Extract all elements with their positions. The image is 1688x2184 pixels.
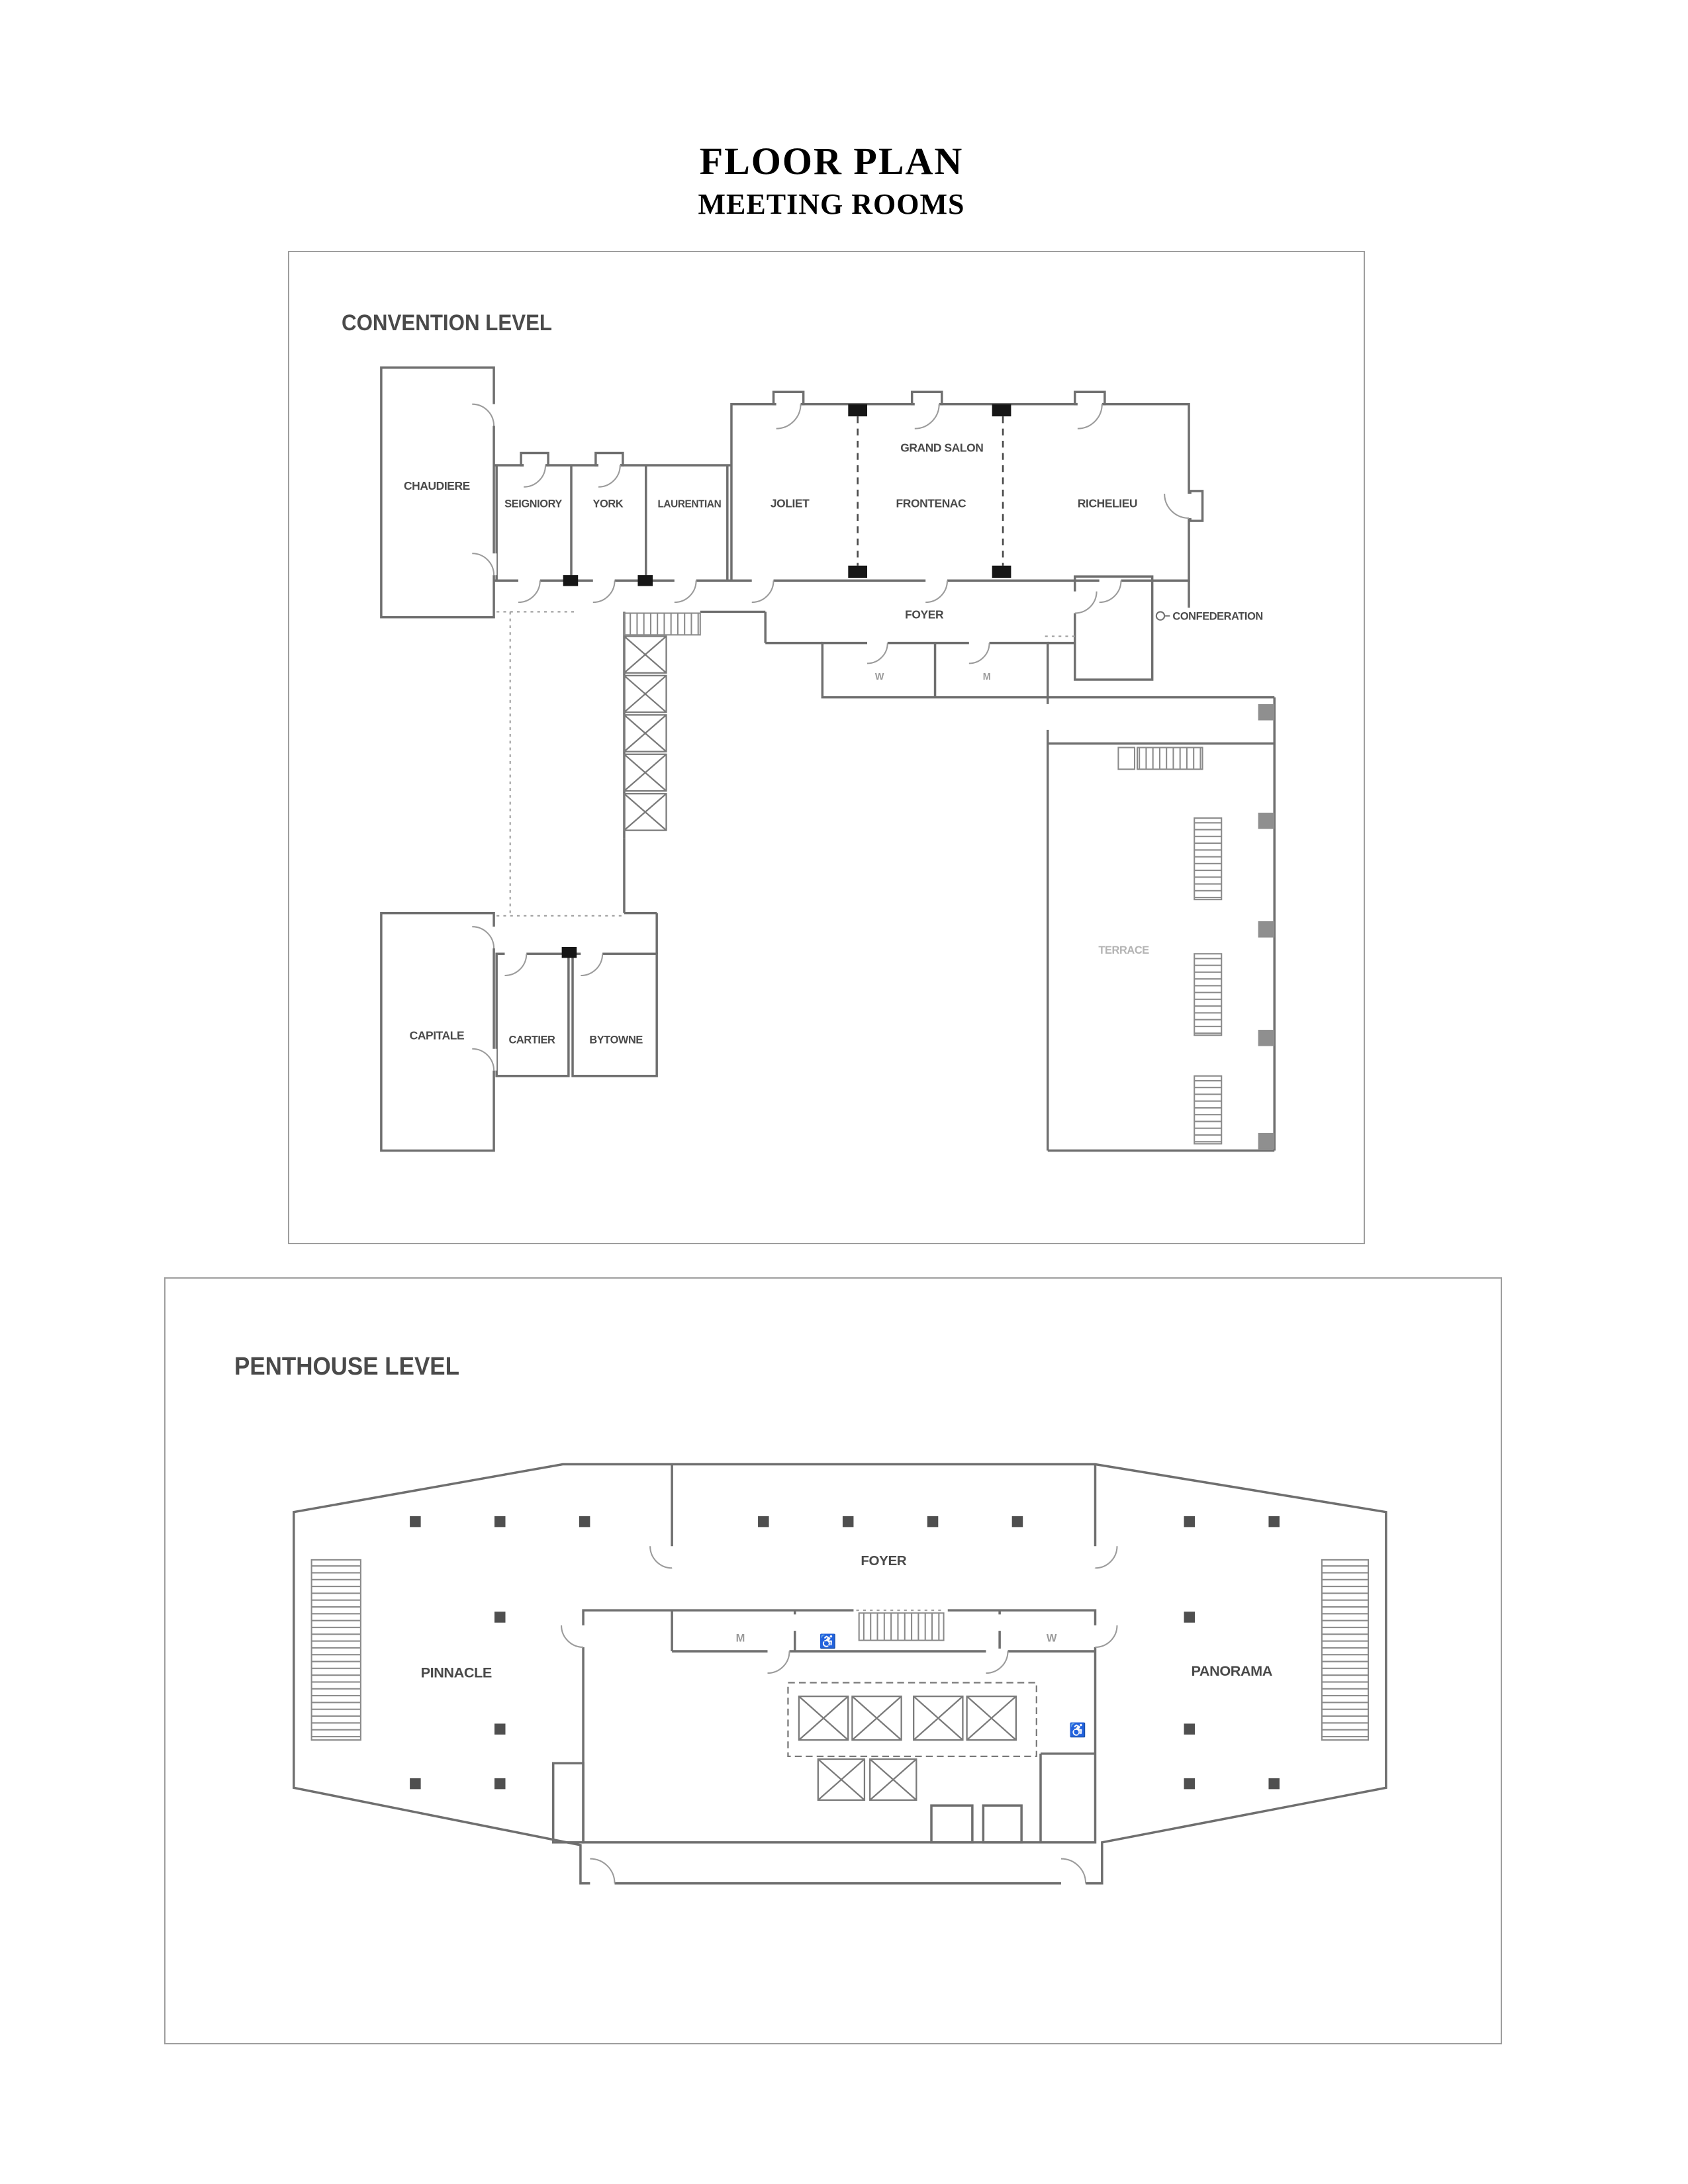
document-title-block: FLOOR PLAN MEETING ROOMS <box>0 139 1663 221</box>
penthouse-door-gaps <box>580 1546 1098 1886</box>
column-marker <box>410 1516 421 1527</box>
room-label-mens: M <box>983 672 991 682</box>
penthouse-columns <box>410 1516 1280 1790</box>
column-marker <box>1258 1132 1275 1150</box>
elevator-lobby-dashed <box>787 1682 1037 1758</box>
room-label-richelieu: RICHELIEU <box>1078 497 1137 510</box>
room-bytowne-outline <box>571 952 658 1077</box>
room-label-pinnacle: PINNACLE <box>421 1664 492 1680</box>
penthouse-outline <box>293 1463 1387 1885</box>
room-capitale-outline <box>380 911 495 1152</box>
terrace-columns <box>1258 704 1275 1150</box>
column-marker <box>494 1778 506 1790</box>
column-marker <box>1268 1778 1280 1790</box>
column-marker <box>758 1516 769 1527</box>
room-label-chaudiere: CHAUDIERE <box>404 479 470 492</box>
room-label-bytowne: BYTOWNE <box>589 1034 643 1046</box>
room-grand-salon-outline <box>730 402 1190 582</box>
document-title: FLOOR PLAN <box>699 140 964 183</box>
penthouse-elevator-bank <box>798 1695 1017 1801</box>
room-label-womens: W <box>1047 1633 1057 1645</box>
document-subtitle: MEETING ROOMS <box>698 188 965 220</box>
column-marker <box>410 1778 421 1790</box>
accessible-icon: ♿ <box>820 1633 836 1649</box>
column-marker <box>1184 1612 1196 1623</box>
room-label-terrace: TERRACE <box>1098 944 1149 956</box>
elevator-shaft <box>966 1695 1017 1741</box>
column-marker <box>842 1516 854 1527</box>
room-label-grand-salon: GRAND SALON <box>900 441 983 454</box>
accessible-icon: ♿ <box>1069 1722 1086 1738</box>
elevator-shaft <box>913 1695 964 1741</box>
room-label-panorama: PANORAMA <box>1191 1662 1272 1679</box>
stairs <box>623 612 701 636</box>
column-marker <box>1258 1030 1275 1046</box>
stairs-core <box>858 1612 945 1641</box>
room-label-frontenac: FRONTENAC <box>896 497 967 510</box>
room-label-joliet: JOLIET <box>771 497 810 510</box>
elevator-shaft <box>623 793 667 831</box>
column-marker <box>494 1612 506 1623</box>
core-outline <box>582 1609 1097 1844</box>
stairs <box>1194 953 1223 1036</box>
column-marker <box>1258 812 1275 829</box>
convention-walls <box>380 366 1276 1152</box>
convention-dotted-lines <box>496 611 1075 917</box>
column-marker <box>1268 1516 1280 1527</box>
convention-level-panel: CONVENTION LEVEL <box>288 251 1365 1244</box>
elevator-shaft <box>817 1758 866 1801</box>
penthouse-door-arcs <box>561 1546 1118 1884</box>
column-marker <box>927 1516 939 1527</box>
room-cartier-outline <box>495 952 570 1077</box>
stairs <box>1137 747 1203 770</box>
room-label-foyer: FOYER <box>905 608 944 621</box>
room-label-capitale: CAPITALE <box>410 1028 465 1042</box>
elevator-shaft <box>798 1695 849 1741</box>
confederation-callout <box>1155 611 1170 621</box>
room-label-womens: W <box>875 672 884 682</box>
column-marker <box>1184 1723 1196 1735</box>
room-label-mens: M <box>736 1633 745 1645</box>
room-confederation-outline <box>1074 575 1154 681</box>
room-label-foyer: FOYER <box>861 1553 906 1569</box>
room-label-seigniory: SEIGNIORY <box>504 498 562 510</box>
column-marker <box>1258 921 1275 938</box>
stairs-east <box>1321 1559 1370 1741</box>
penthouse-level-plan: PINNACLE PANORAMA FOYER M W ♿ ♿ <box>293 1463 1387 1886</box>
elevator-bank <box>623 635 667 831</box>
grand-salon-partitions <box>857 416 1004 566</box>
stairs <box>1194 1075 1223 1145</box>
stairs-west <box>310 1559 361 1741</box>
elevator-shaft <box>623 753 667 792</box>
convention-level-plan: CHAUDIERE SEIGNIORY YORK LAURENTIAN JOLI… <box>380 366 1276 1152</box>
column-marker <box>1184 1778 1196 1790</box>
column-marker <box>579 1516 590 1527</box>
elevator-shaft <box>851 1695 902 1741</box>
room-chaudiere-outline <box>380 366 495 619</box>
room-label-york: YORK <box>592 498 623 510</box>
room-label-cartier: CARTIER <box>509 1034 556 1046</box>
column-marker <box>1011 1516 1023 1527</box>
column-marker <box>1258 704 1275 721</box>
callout-dot <box>1155 611 1166 621</box>
column-marker <box>494 1516 506 1527</box>
elevator-shaft <box>623 674 667 713</box>
penthouse-level-panel: PENTHOUSE LEVEL <box>164 1277 1502 2044</box>
column-marker <box>494 1723 506 1735</box>
penthouse-level-heading: PENTHOUSE LEVEL <box>234 1353 459 1381</box>
convention-level-heading: CONVENTION LEVEL <box>342 310 553 336</box>
convention-door-arcs <box>472 403 1190 1071</box>
elevator-shaft <box>623 714 667 752</box>
convention-door-markers <box>561 404 1011 958</box>
stairs <box>1194 817 1223 901</box>
elevator-shaft <box>869 1758 917 1801</box>
room-label-laurentian: LAURENTIAN <box>657 499 721 510</box>
elevator-shaft <box>623 635 667 674</box>
penthouse-stairs <box>310 1559 1370 1741</box>
room-label-confederation: CONFEDERATION <box>1172 611 1262 623</box>
column-marker <box>1184 1516 1196 1527</box>
convention-stairs <box>623 612 1223 1145</box>
